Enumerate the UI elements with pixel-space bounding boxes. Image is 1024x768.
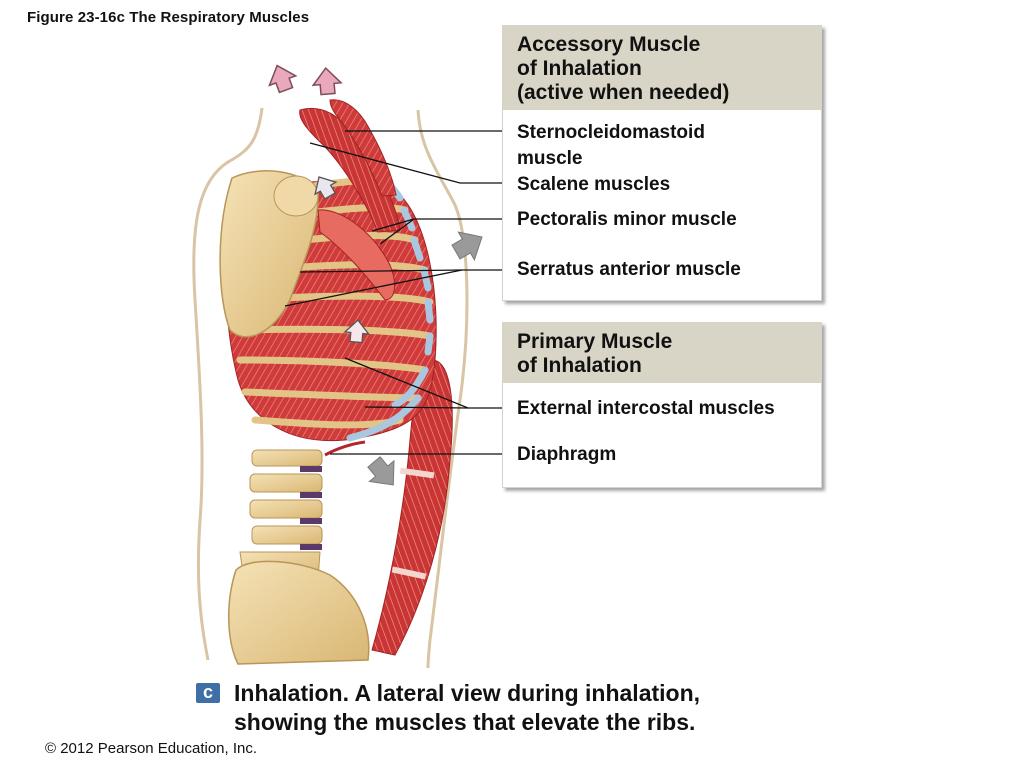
label-diaphragm: Diaphragm [517,444,617,465]
figure-caption: Inhalation. A lateral view during inhala… [234,679,794,737]
downward-arrow [367,456,395,486]
caption-line-1: Inhalation. A lateral view during inhala… [234,680,701,706]
label-sternocleidomastoid: Sternocleidomastoid muscle [517,122,705,169]
pectoralis-minor [317,209,396,301]
costal-cartilage [346,178,434,442]
label-scalene-muscles: Scalene muscles [517,174,671,195]
accessory-muscle-box: Accessory Muscle of Inhalation (active w… [502,25,822,301]
upward-arrow-upper-rib [314,176,338,200]
vertebral-column [239,449,323,581]
figure-title: Figure 23-16c The Respiratory Muscles [27,9,310,26]
primary-muscle-box: Primary Muscle of Inhalation External in… [502,322,822,488]
pelvis [228,560,370,665]
label-external-intercostal: External intercostal muscles [517,398,775,419]
leader-lines [284,130,509,455]
outward-arrow [451,231,483,262]
label-pectoralis-minor: Pectoralis minor muscle [517,209,737,230]
upward-arrow-left [268,64,298,94]
body-outline [192,107,469,669]
primary-muscle-heading: Primary Muscle of Inhalation [503,323,821,383]
diaphragm [324,440,366,457]
abdominal-muscle [371,359,453,656]
acromion [273,175,319,217]
upward-arrow-lower-rib [343,319,371,344]
scalene [329,99,397,197]
accessory-muscle-heading: Accessory Muscle of Inhalation (active w… [503,26,821,110]
caption-line-2: showing the muscles that elevate the rib… [234,709,696,735]
label-serratus-anterior: Serratus anterior muscle [517,259,741,280]
panel-badge: c [196,683,220,703]
copyright-notice: © 2012 Pearson Education, Inc. [45,740,258,757]
upward-arrow-right [311,66,343,96]
